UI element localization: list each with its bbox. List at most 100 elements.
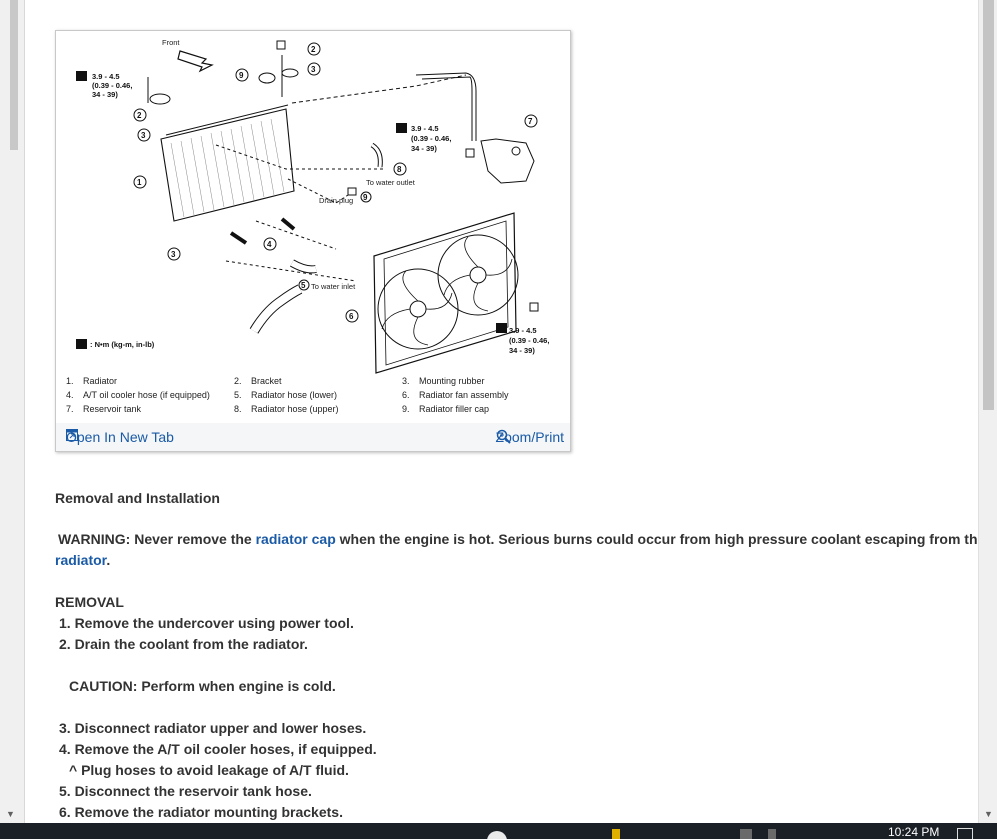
callout-7: 7 bbox=[524, 114, 538, 128]
step-item: 5. Disconnect the reservoir tank hose. bbox=[59, 783, 312, 799]
radiator-link[interactable]: radiator bbox=[55, 552, 107, 568]
front-arrow-icon bbox=[177, 50, 214, 73]
legend-number: 5. bbox=[234, 390, 242, 400]
svg-text:6: 6 bbox=[349, 312, 354, 321]
right-scrollbar-thumb[interactable] bbox=[983, 0, 994, 410]
svg-text:5: 5 bbox=[301, 281, 306, 290]
warning-text-part: WARNING: Never remove the bbox=[58, 531, 256, 547]
torque-spec-line: 34 - 39) bbox=[509, 346, 535, 355]
step-item: 1. Remove the undercover using power too… bbox=[59, 615, 354, 631]
torque-spec-line: 3.9 - 4.5 bbox=[509, 326, 537, 335]
folder-icon[interactable] bbox=[612, 829, 620, 839]
torque-spec-line: (0.39 - 0.46, bbox=[509, 336, 549, 345]
figure-actions-bar: Open In New Tab Zoom/Print bbox=[56, 423, 570, 451]
callout-4: 4 bbox=[263, 237, 277, 251]
legend-number: 9. bbox=[402, 404, 410, 414]
notification-icon[interactable] bbox=[957, 828, 973, 839]
open-new-tab-icon bbox=[66, 429, 78, 441]
radiator-shape bbox=[160, 104, 295, 222]
reservoir-tank-shape bbox=[480, 138, 535, 184]
taskbar-clock[interactable]: 10:24 PM bbox=[888, 825, 940, 839]
svg-text:8: 8 bbox=[397, 165, 402, 174]
svg-text:9: 9 bbox=[363, 193, 368, 202]
front-label: Front bbox=[162, 38, 180, 47]
open-new-tab-label[interactable]: Open In New Tab bbox=[66, 429, 174, 445]
radiator-diagram: Front 3.9 - 4.5 (0.39 - 0.46, 34 - 39) bbox=[76, 38, 549, 374]
right-scrollbar[interactable]: ▼ bbox=[978, 0, 997, 823]
legend-row: 1.Radiator 2.Bracket 3.Mounting rubber bbox=[66, 374, 566, 388]
section-heading: Removal and Installation bbox=[55, 490, 220, 506]
legend-label: Bracket bbox=[251, 376, 282, 386]
torque-wrench-icon bbox=[396, 123, 407, 133]
legend-number: 2. bbox=[234, 376, 242, 386]
app-icon[interactable] bbox=[768, 829, 776, 839]
left-scrollbar-thumb[interactable] bbox=[10, 0, 18, 150]
warning-text: WARNING: Never remove the radiator cap w… bbox=[58, 531, 977, 547]
parts-legend: 1.Radiator 2.Bracket 3.Mounting rubber 4… bbox=[66, 374, 566, 416]
warning-text-part: when the engine is hot. Serious burns co… bbox=[335, 531, 977, 547]
legend-label: Radiator hose (upper) bbox=[251, 404, 339, 414]
legend-number: 1. bbox=[66, 376, 74, 386]
scroll-down-arrow-icon[interactable]: ▼ bbox=[6, 809, 15, 819]
zoom-print-link[interactable]: Zoom/Print bbox=[496, 429, 564, 445]
app-icon[interactable] bbox=[740, 829, 752, 839]
torque-spec-line: 3.9 - 4.5 bbox=[92, 72, 120, 81]
callout-9: 9 bbox=[235, 68, 249, 82]
substep-item: ^ Plug hoses to avoid leakage of A/T flu… bbox=[69, 762, 349, 778]
svg-text:1: 1 bbox=[137, 178, 142, 187]
legend-label: Reservoir tank bbox=[83, 404, 142, 414]
callout-3: 3 bbox=[307, 62, 321, 76]
legend-number: 4. bbox=[66, 390, 74, 400]
svg-text:3: 3 bbox=[311, 65, 316, 74]
callout-6: 6 bbox=[345, 309, 359, 323]
torque-spec-line: 34 - 39) bbox=[92, 90, 118, 99]
torque-spec-line: 3.9 - 4.5 bbox=[411, 124, 439, 133]
torque-spec-line: (0.39 - 0.46, bbox=[92, 81, 132, 90]
svg-text:2: 2 bbox=[311, 45, 316, 54]
label-to-water-inlet: To water inlet bbox=[311, 282, 356, 291]
callout-9: 9 bbox=[360, 191, 372, 203]
label-to-water-outlet: To water outlet bbox=[366, 178, 416, 187]
legend-label: Radiator fan assembly bbox=[419, 390, 509, 400]
legend-number: 6. bbox=[402, 390, 410, 400]
torque-spec-line: (0.39 - 0.46, bbox=[411, 134, 451, 143]
callout-8: 8 bbox=[393, 162, 407, 176]
zoom-icon bbox=[496, 429, 511, 444]
filler-cap-shape bbox=[258, 72, 276, 84]
radiator-cap-link[interactable]: radiator cap bbox=[255, 531, 336, 547]
unit-legend: : N•m (kg-m, in-lb) bbox=[90, 340, 155, 349]
fan-assembly-shape bbox=[373, 212, 519, 374]
svg-text:7: 7 bbox=[528, 117, 533, 126]
callout-2: 2 bbox=[307, 42, 321, 56]
legend-label: A/T oil cooler hose (if equipped) bbox=[83, 390, 210, 400]
caution-text: CAUTION: Perform when engine is cold. bbox=[69, 678, 336, 694]
torque-wrench-icon bbox=[76, 339, 87, 349]
svg-text:3: 3 bbox=[141, 131, 146, 140]
step-item: 4. Remove the A/T oil cooler hoses, if e… bbox=[59, 741, 377, 757]
legend-label: Radiator filler cap bbox=[419, 404, 490, 414]
radiator-figure: Front 3.9 - 4.5 (0.39 - 0.46, 34 - 39) bbox=[55, 30, 571, 452]
zoom-print-label[interactable]: Zoom/Print bbox=[495, 429, 564, 445]
callout-3: 3 bbox=[167, 247, 181, 261]
torque-wrench-icon bbox=[76, 71, 87, 81]
scroll-down-arrow-icon[interactable]: ▼ bbox=[984, 809, 993, 819]
callout-3: 3 bbox=[137, 128, 151, 142]
svg-text:3: 3 bbox=[171, 250, 176, 259]
svg-text:9: 9 bbox=[239, 71, 244, 80]
warning-text-part: . bbox=[106, 552, 111, 568]
step-item: 2. Drain the coolant from the radiator. bbox=[59, 636, 308, 652]
legend-number: 8. bbox=[234, 404, 242, 414]
legend-label: Mounting rubber bbox=[419, 376, 485, 386]
svg-text:2: 2 bbox=[137, 111, 142, 120]
legend-row: 4. A/T oil cooler hose (if equipped) 5. Ra… bbox=[66, 388, 566, 402]
callout-5: 5 bbox=[298, 279, 310, 291]
legend-number: 7. bbox=[66, 404, 74, 414]
content-area: Front 3.9 - 4.5 (0.39 - 0.46, 34 - 39) bbox=[25, 0, 977, 823]
left-scrollbar[interactable]: ▼ bbox=[0, 0, 25, 823]
warning-text-cont: radiator. bbox=[55, 552, 110, 568]
open-new-tab-link[interactable]: Open In New Tab bbox=[66, 429, 174, 445]
step-item: 6. Remove the radiator mounting brackets… bbox=[59, 804, 343, 820]
legend-number: 3. bbox=[402, 376, 410, 386]
removal-heading: REMOVAL bbox=[55, 594, 124, 610]
chrome-icon[interactable] bbox=[487, 831, 507, 839]
